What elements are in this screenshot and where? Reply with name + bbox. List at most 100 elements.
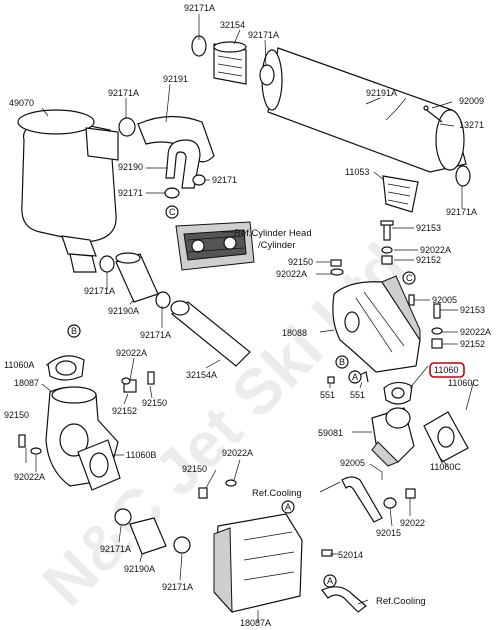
part-label: 92190A	[108, 306, 139, 316]
bolt-92153-right	[433, 303, 441, 319]
hose-92190A-bottom	[129, 517, 167, 555]
part-label: 92015	[376, 528, 401, 538]
hose-32154A	[170, 300, 251, 367]
part-label: 92171A	[100, 544, 131, 554]
part-label: 92171A	[140, 330, 171, 340]
gasket-11060A	[47, 355, 85, 381]
part-label: 18087	[14, 378, 39, 388]
washer-92022A-bottom	[225, 479, 237, 487]
gasket-11060C	[423, 411, 469, 463]
part-label: 11060C	[430, 462, 461, 472]
part-label: 92009	[459, 96, 484, 106]
part-label: 92022A	[460, 327, 491, 337]
part-label: 92005	[432, 295, 457, 305]
elbow-hose-92190	[165, 139, 201, 189]
part-label: 92171A	[84, 286, 115, 296]
spacer-92152-right	[431, 338, 443, 349]
washer-92022A-right	[431, 327, 443, 335]
part-label: 551	[320, 390, 335, 400]
svg-text:A: A	[327, 576, 333, 586]
hose-92190A-mid	[115, 252, 159, 303]
ref-cylinder-head: Ref.Cylinder Head	[234, 228, 312, 239]
svg-text:A: A	[352, 372, 358, 382]
muffler-49070	[17, 109, 119, 273]
callout-b-left: B	[67, 324, 81, 338]
water-box-18087A	[213, 513, 303, 614]
part-label: 92190	[118, 162, 143, 172]
part-label: 92022A	[222, 448, 253, 458]
bolt-52014	[321, 549, 333, 557]
gasket-11060	[383, 381, 413, 405]
svg-text:C: C	[169, 207, 176, 217]
callout-a-lower: A	[323, 574, 337, 588]
heat-shield-11053	[382, 175, 419, 213]
part-label: 92171A	[446, 207, 477, 217]
bolt-92005-right	[408, 294, 415, 306]
washer-92022A-far-left	[30, 447, 42, 455]
callout-a-mid: A	[348, 370, 362, 384]
part-label: 92191	[163, 74, 188, 84]
part-label: 92171A	[248, 30, 279, 40]
cooling-hose-upper	[341, 476, 383, 523]
cooling-hose-lower	[321, 586, 367, 613]
callout-b-right: B	[335, 355, 349, 369]
gasket-11060B	[77, 439, 121, 491]
part-label: 92152	[460, 339, 485, 349]
part-label: 11060A	[4, 360, 34, 370]
part-label: 49070	[9, 98, 34, 108]
callout-c-upper: C	[165, 205, 179, 219]
washer-92022A-mid	[330, 268, 344, 276]
bolt-92015	[383, 497, 397, 509]
part-label: 92022A	[276, 269, 307, 279]
callout-a-cooling: A	[281, 500, 295, 514]
leader-lines	[25, 14, 475, 622]
callout-c-right: C	[402, 271, 416, 285]
part-label: 92190A	[124, 564, 155, 574]
part-label: 92153	[460, 305, 485, 315]
svg-text:B: B	[71, 326, 77, 336]
bolt-92153-top	[380, 220, 394, 241]
part-labels: 92171A 32154 92171A 92191 92171A 49070 9…	[4, 3, 491, 628]
part-label: 18087A	[240, 618, 271, 628]
part-label: 551	[350, 390, 365, 400]
part-label: 11060	[434, 365, 458, 375]
bolt-92150-bottom	[198, 487, 208, 499]
ref-cylinder: /Cylinder	[258, 240, 296, 251]
part-label: 32154A	[186, 370, 217, 380]
part-label: 92005	[340, 458, 365, 468]
washer-92022A-left	[121, 377, 131, 385]
part-label: 11060B	[126, 450, 156, 460]
part-label: 92171A	[108, 88, 139, 98]
bolt-92150-mid	[330, 259, 342, 267]
part-label: 92152	[112, 406, 137, 416]
part-label: 92022	[400, 518, 425, 528]
bolt-92150-left	[147, 371, 155, 385]
clamp-92171A-right	[455, 165, 471, 187]
part-label: 11060C	[448, 378, 479, 388]
svg-text:C: C	[406, 273, 413, 283]
part-label: 92022A	[420, 245, 451, 255]
part-label: 92150	[4, 410, 29, 420]
exhaust-manifold-18088	[332, 275, 421, 373]
elbow-59081	[371, 407, 415, 467]
part-label: 92171	[118, 188, 143, 198]
clamps-92171A-bottom	[114, 508, 191, 554]
svg-text:B: B	[339, 357, 345, 367]
highlight-box-11060	[429, 362, 465, 378]
part-label: 11053	[345, 167, 369, 177]
bolt-92022-bottom	[405, 488, 416, 499]
part-label: 92152	[416, 255, 441, 265]
part-label: 92171A	[184, 3, 215, 13]
ref-cooling-upper: Ref.Cooling	[252, 488, 302, 499]
part-label: 18088	[282, 328, 307, 338]
exhaust-pipe-92191A	[261, 47, 467, 173]
hose-32154	[213, 41, 247, 85]
clamp-92171A-top	[191, 35, 275, 86]
part-label: 59081	[318, 428, 343, 438]
part-label: 13271	[459, 120, 484, 130]
part-551-left	[327, 376, 335, 384]
exhaust-bend-18087	[45, 386, 119, 487]
clamps-92171A-mid	[99, 255, 171, 309]
part-label: 92150	[142, 398, 167, 408]
